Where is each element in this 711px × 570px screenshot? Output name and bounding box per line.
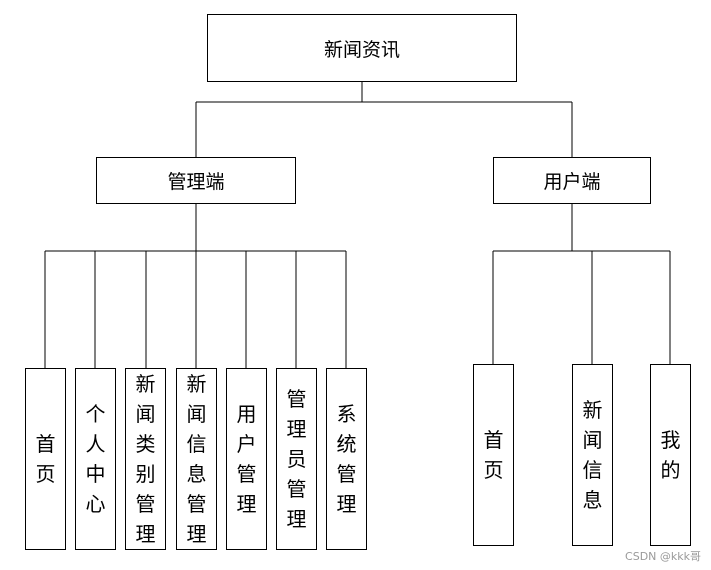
admin-child-user-mgmt: 用户管理: [226, 368, 267, 550]
watermark: CSDN @kkk哥: [625, 550, 701, 563]
user-branch-node: 用户端: [493, 157, 651, 204]
user-child-label: 首页: [483, 428, 504, 482]
admin-child-label: 首页: [35, 432, 56, 486]
user-child-mine: 我的: [650, 364, 691, 546]
admin-child-label: 新闻信息管理: [186, 372, 207, 546]
admin-child-news-category-mgmt: 新闻类别管理: [125, 368, 166, 550]
admin-child-personal-center: 个人中心: [75, 368, 116, 550]
admin-child-label: 用户管理: [236, 402, 257, 516]
admin-child-home: 首页: [25, 368, 66, 550]
admin-child-system-mgmt: 系统管理: [326, 368, 367, 550]
user-child-label: 新闻信息: [582, 398, 603, 512]
user-child-label: 我的: [660, 428, 681, 482]
root-label: 新闻资讯: [323, 38, 400, 61]
admin-child-label: 个人中心: [85, 402, 106, 516]
user-branch-label: 用户端: [543, 171, 601, 193]
admin-branch-node: 管理端: [96, 157, 296, 204]
user-child-news-info: 新闻信息: [572, 364, 613, 546]
admin-child-admin-mgmt: 管理员管理: [276, 368, 317, 550]
admin-child-label: 新闻类别管理: [135, 372, 156, 546]
admin-branch-label: 管理端: [167, 171, 225, 193]
admin-child-label: 系统管理: [336, 402, 357, 516]
admin-child-news-info-mgmt: 新闻信息管理: [176, 368, 217, 550]
root-node: 新闻资讯: [207, 14, 517, 82]
user-child-home: 首页: [473, 364, 514, 546]
admin-child-label: 管理员管理: [286, 387, 307, 531]
